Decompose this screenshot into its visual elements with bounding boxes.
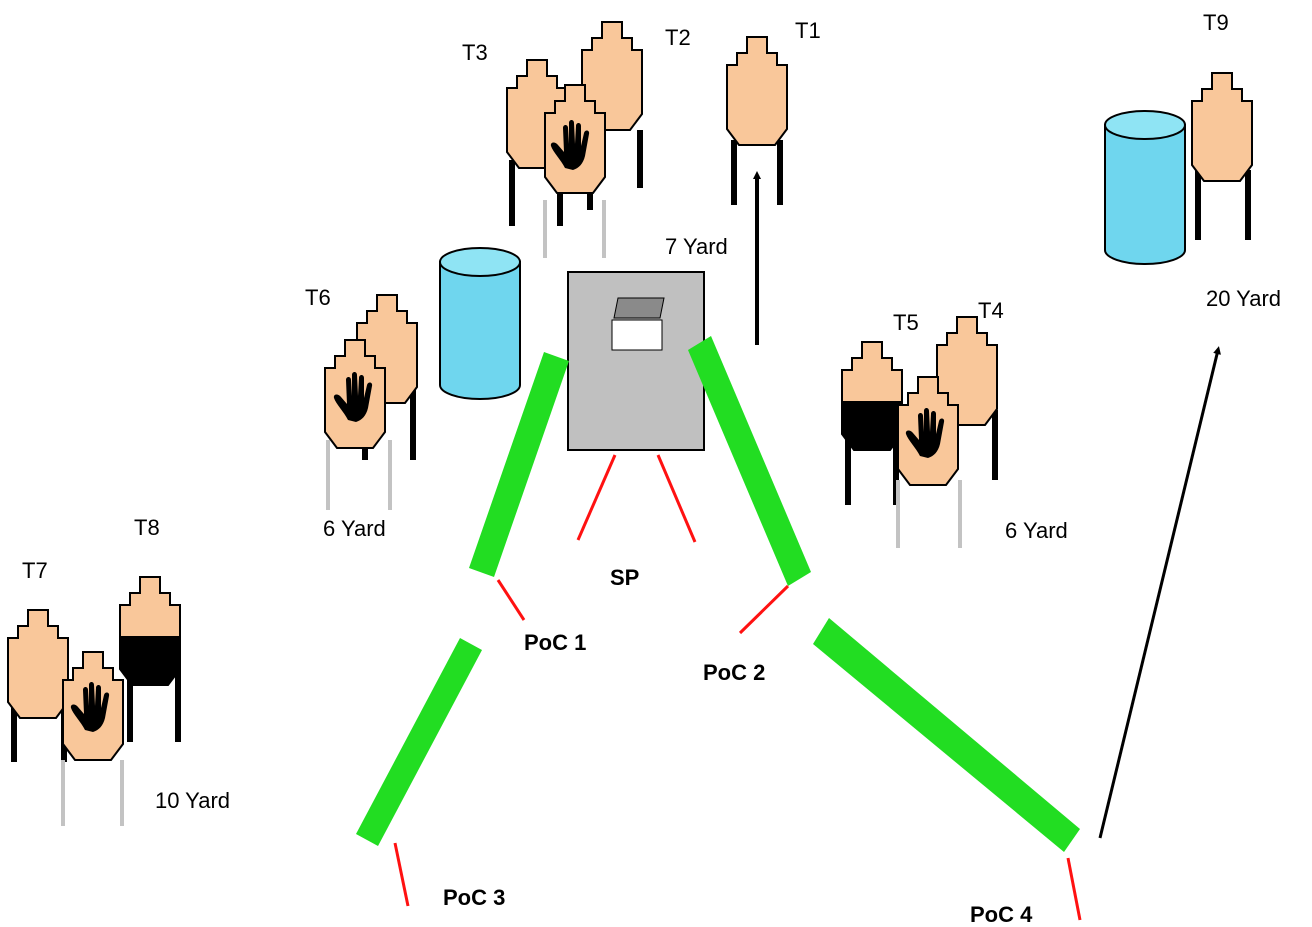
box-icon bbox=[611, 297, 665, 351]
start-box bbox=[567, 271, 705, 451]
label-poc2: PoC 2 bbox=[703, 660, 765, 685]
wall-poc4 bbox=[813, 618, 1080, 852]
no-shoot-target-t6 bbox=[324, 339, 392, 510]
fault-line-sp-right bbox=[656, 454, 697, 543]
no-shoot-target-center bbox=[543, 84, 606, 258]
fault-line-poc2 bbox=[738, 584, 790, 635]
distance-label-t9: 20 Yard bbox=[1206, 286, 1281, 311]
barrel-icon bbox=[1104, 110, 1186, 265]
no-shoot-target-t7-t8 bbox=[61, 651, 124, 826]
target-t9 bbox=[1191, 72, 1253, 240]
target-t1 bbox=[726, 36, 788, 205]
label-poc1: PoC 1 bbox=[524, 630, 586, 655]
distance-label-t7-t8: 10 Yard bbox=[155, 788, 230, 813]
fault-line-sp-left bbox=[576, 454, 617, 541]
label-t9: T9 bbox=[1203, 10, 1229, 35]
label-start-position: SP bbox=[610, 565, 639, 590]
target-t5 bbox=[841, 341, 903, 505]
fault-line-poc4 bbox=[1066, 857, 1082, 921]
distance-label-t6: 6 Yard bbox=[323, 516, 386, 541]
label-t3: T3 bbox=[462, 40, 488, 65]
label-poc3: PoC 3 bbox=[443, 885, 505, 910]
label-t1: T1 bbox=[795, 18, 821, 43]
barrel-icon bbox=[439, 247, 521, 400]
label-t4: T4 bbox=[978, 298, 1004, 323]
label-t5: T5 bbox=[893, 310, 919, 335]
label-t6: T6 bbox=[305, 285, 331, 310]
wall-poc3 bbox=[356, 638, 482, 846]
label-t7: T7 bbox=[22, 558, 48, 583]
label-t8: T8 bbox=[134, 515, 160, 540]
label-t2: T2 bbox=[665, 25, 691, 50]
wall-poc1 bbox=[469, 352, 569, 577]
fault-line-poc3 bbox=[393, 842, 410, 907]
distance-label-t1: 7 Yard bbox=[665, 234, 728, 259]
distance-label-t4-t5: 6 Yard bbox=[1005, 518, 1068, 543]
arrow-to-t9 bbox=[1098, 346, 1221, 839]
target-group-t2-t3 bbox=[506, 21, 643, 258]
label-poc4: PoC 4 bbox=[970, 902, 1033, 927]
target-t8 bbox=[119, 576, 181, 742]
target-t7 bbox=[7, 609, 69, 762]
fault-line-poc1 bbox=[496, 579, 526, 621]
no-shoot-target-t4-t5 bbox=[896, 376, 962, 548]
wall-poc2 bbox=[688, 336, 811, 586]
